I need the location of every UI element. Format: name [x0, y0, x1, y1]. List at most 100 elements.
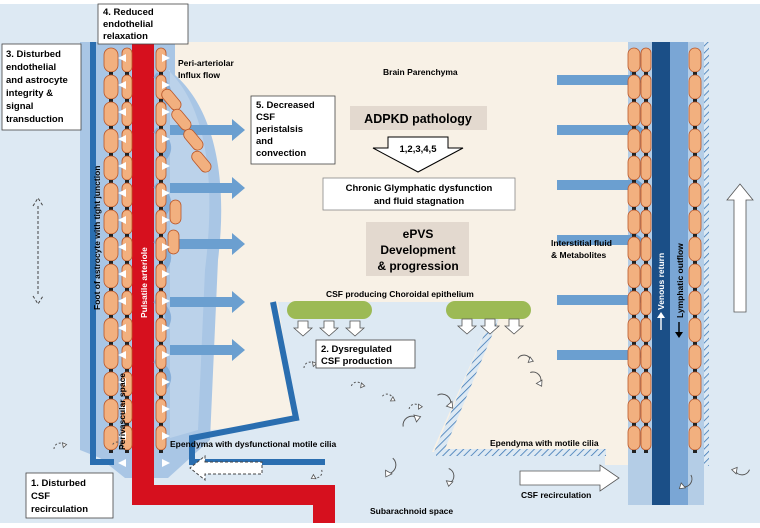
swirl-path: [112, 441, 123, 446]
tight-junction: [632, 261, 636, 264]
arteriole-wall-arrow: [162, 162, 170, 170]
astrocyte-cell: [627, 182, 641, 208]
astrocyte-cells: [103, 47, 702, 453]
astrocyte-endfoot: [169, 199, 182, 225]
csf-swirl-arrow: [303, 361, 318, 369]
astrocyte-cell: [627, 47, 641, 73]
tight-junction: [693, 72, 697, 75]
efflux-flow-arrow: [557, 69, 644, 91]
astrocyte-cell: [640, 398, 652, 424]
csf-swirl-arrow: [530, 371, 543, 387]
csf-swirl-arrow: [678, 474, 693, 490]
dashed-leftward-arrow: [189, 454, 263, 482]
tight-junction: [632, 315, 636, 318]
disturbed-recirculation-text-3: recirculation: [31, 504, 88, 515]
tight-junction: [109, 288, 113, 291]
interstitial-text-2: & Metabolites: [551, 250, 607, 260]
astrocyte-cell: [688, 236, 702, 262]
tight-junction: [693, 99, 697, 102]
arteriole-wall-arrow: [118, 351, 126, 359]
arteriole-wall-arrow: [118, 378, 126, 386]
dysregulated-box: [315, 339, 416, 369]
brain-parenchyma-label: Brain Parenchyma: [383, 67, 458, 77]
decreased-peristalsis-text-5: convection: [256, 148, 306, 159]
tight-junction: [693, 207, 697, 210]
decreased-peristalsis-text-4: and: [256, 136, 273, 147]
astrocyte-cell: [627, 371, 641, 397]
tight-junction: [109, 315, 113, 318]
astrocyte-endfoot: [161, 88, 182, 111]
csf-swirl-arrow: [402, 414, 422, 427]
astrocyte-cell: [627, 236, 641, 262]
astrocyte-endfoot: [183, 128, 204, 151]
arteriole-wall-arrow: [162, 324, 170, 332]
adpkd-title: ADPKD pathology: [364, 112, 472, 126]
arteriole-wall-arrow: [162, 243, 170, 251]
swirl-head: [418, 403, 424, 410]
tight-junction: [125, 423, 129, 426]
arteriole-wall-arrow: [162, 270, 170, 278]
choroid-down-arrow: [456, 318, 478, 335]
tight-junction: [644, 153, 648, 156]
astrocyte-cell: [640, 128, 652, 154]
decreased-peristalsis-text-2: CSF: [256, 112, 275, 123]
arteriole-wall-arrow: [162, 378, 170, 386]
astrocyte-cell: [640, 425, 652, 451]
astrocyte-cell: [640, 344, 652, 370]
swirl-head: [385, 469, 393, 478]
csf-swirl-arrow: [350, 381, 366, 389]
arteriole-wall-arrow: [118, 108, 126, 116]
astrocyte-cell: [627, 425, 641, 451]
astrocyte-cell: [640, 290, 652, 316]
disturbed-integrity-text-2: endothelial: [6, 62, 56, 73]
tight-junction: [632, 342, 636, 345]
tight-junction: [125, 315, 129, 318]
lymphatic-outflow-label: Lymphatic outflow: [675, 243, 685, 318]
tight-junction: [125, 99, 129, 102]
csf-swirl-arrow: [382, 393, 396, 402]
astrocyte-cell: [688, 155, 702, 181]
arteriole-wall-arrow: [118, 297, 126, 305]
csf-recirculation-arrow: [519, 464, 620, 492]
tight-junction: [159, 288, 163, 291]
arteriole-wall-arrow: [118, 162, 126, 170]
csf-swirl-arrow: [517, 354, 534, 363]
swirl-head: [61, 442, 68, 449]
tight-junction: [159, 126, 163, 129]
astrocyte-cell: [103, 317, 119, 343]
astrocyte-endfoot: [167, 229, 180, 255]
tight-junction: [693, 423, 697, 426]
tight-junction: [109, 180, 113, 183]
csf-swirl-arrow: [112, 441, 125, 448]
astrocyte-endfoot: [191, 150, 212, 173]
arteriole-wall-arrow: [162, 54, 170, 62]
tight-junction: [693, 396, 697, 399]
interstitial-text-1: Interstitial fluid: [551, 238, 612, 248]
left-outer-wall: [90, 42, 114, 465]
csf-swirl-arrow: [53, 442, 68, 450]
astrocyte-cell: [103, 128, 119, 154]
astrocyte-cell: [103, 182, 119, 208]
arteriole-wall-arrow: [162, 405, 170, 413]
dysregulated-text-1: 2. Dysregulated: [321, 344, 392, 355]
tight-junction: [644, 99, 648, 102]
tight-junction: [109, 369, 113, 372]
arteriole-wall-arrow: [118, 432, 126, 440]
subarachnoid-label: Subarachnoid space: [370, 506, 453, 516]
astrocyte-cell: [627, 209, 641, 235]
decreased-peristalsis-box: [250, 95, 336, 165]
tight-junction: [693, 450, 697, 453]
influx-flow-arrow: [170, 119, 245, 141]
astrocyte-cell: [688, 317, 702, 343]
tight-junction: [109, 99, 113, 102]
epvs-text-3: & progression: [377, 259, 458, 273]
disturbed-recirculation-text-1: 1. Disturbed: [31, 478, 86, 489]
tight-junction: [644, 261, 648, 264]
tight-junction: [632, 396, 636, 399]
arteriole-wall-arrow: [162, 459, 170, 467]
swirl-head: [730, 466, 738, 475]
reduced-relaxation-box: [97, 3, 189, 45]
tight-junction: [109, 423, 113, 426]
csf-swirl-arrow: [310, 469, 323, 480]
tight-junction: [109, 72, 113, 75]
